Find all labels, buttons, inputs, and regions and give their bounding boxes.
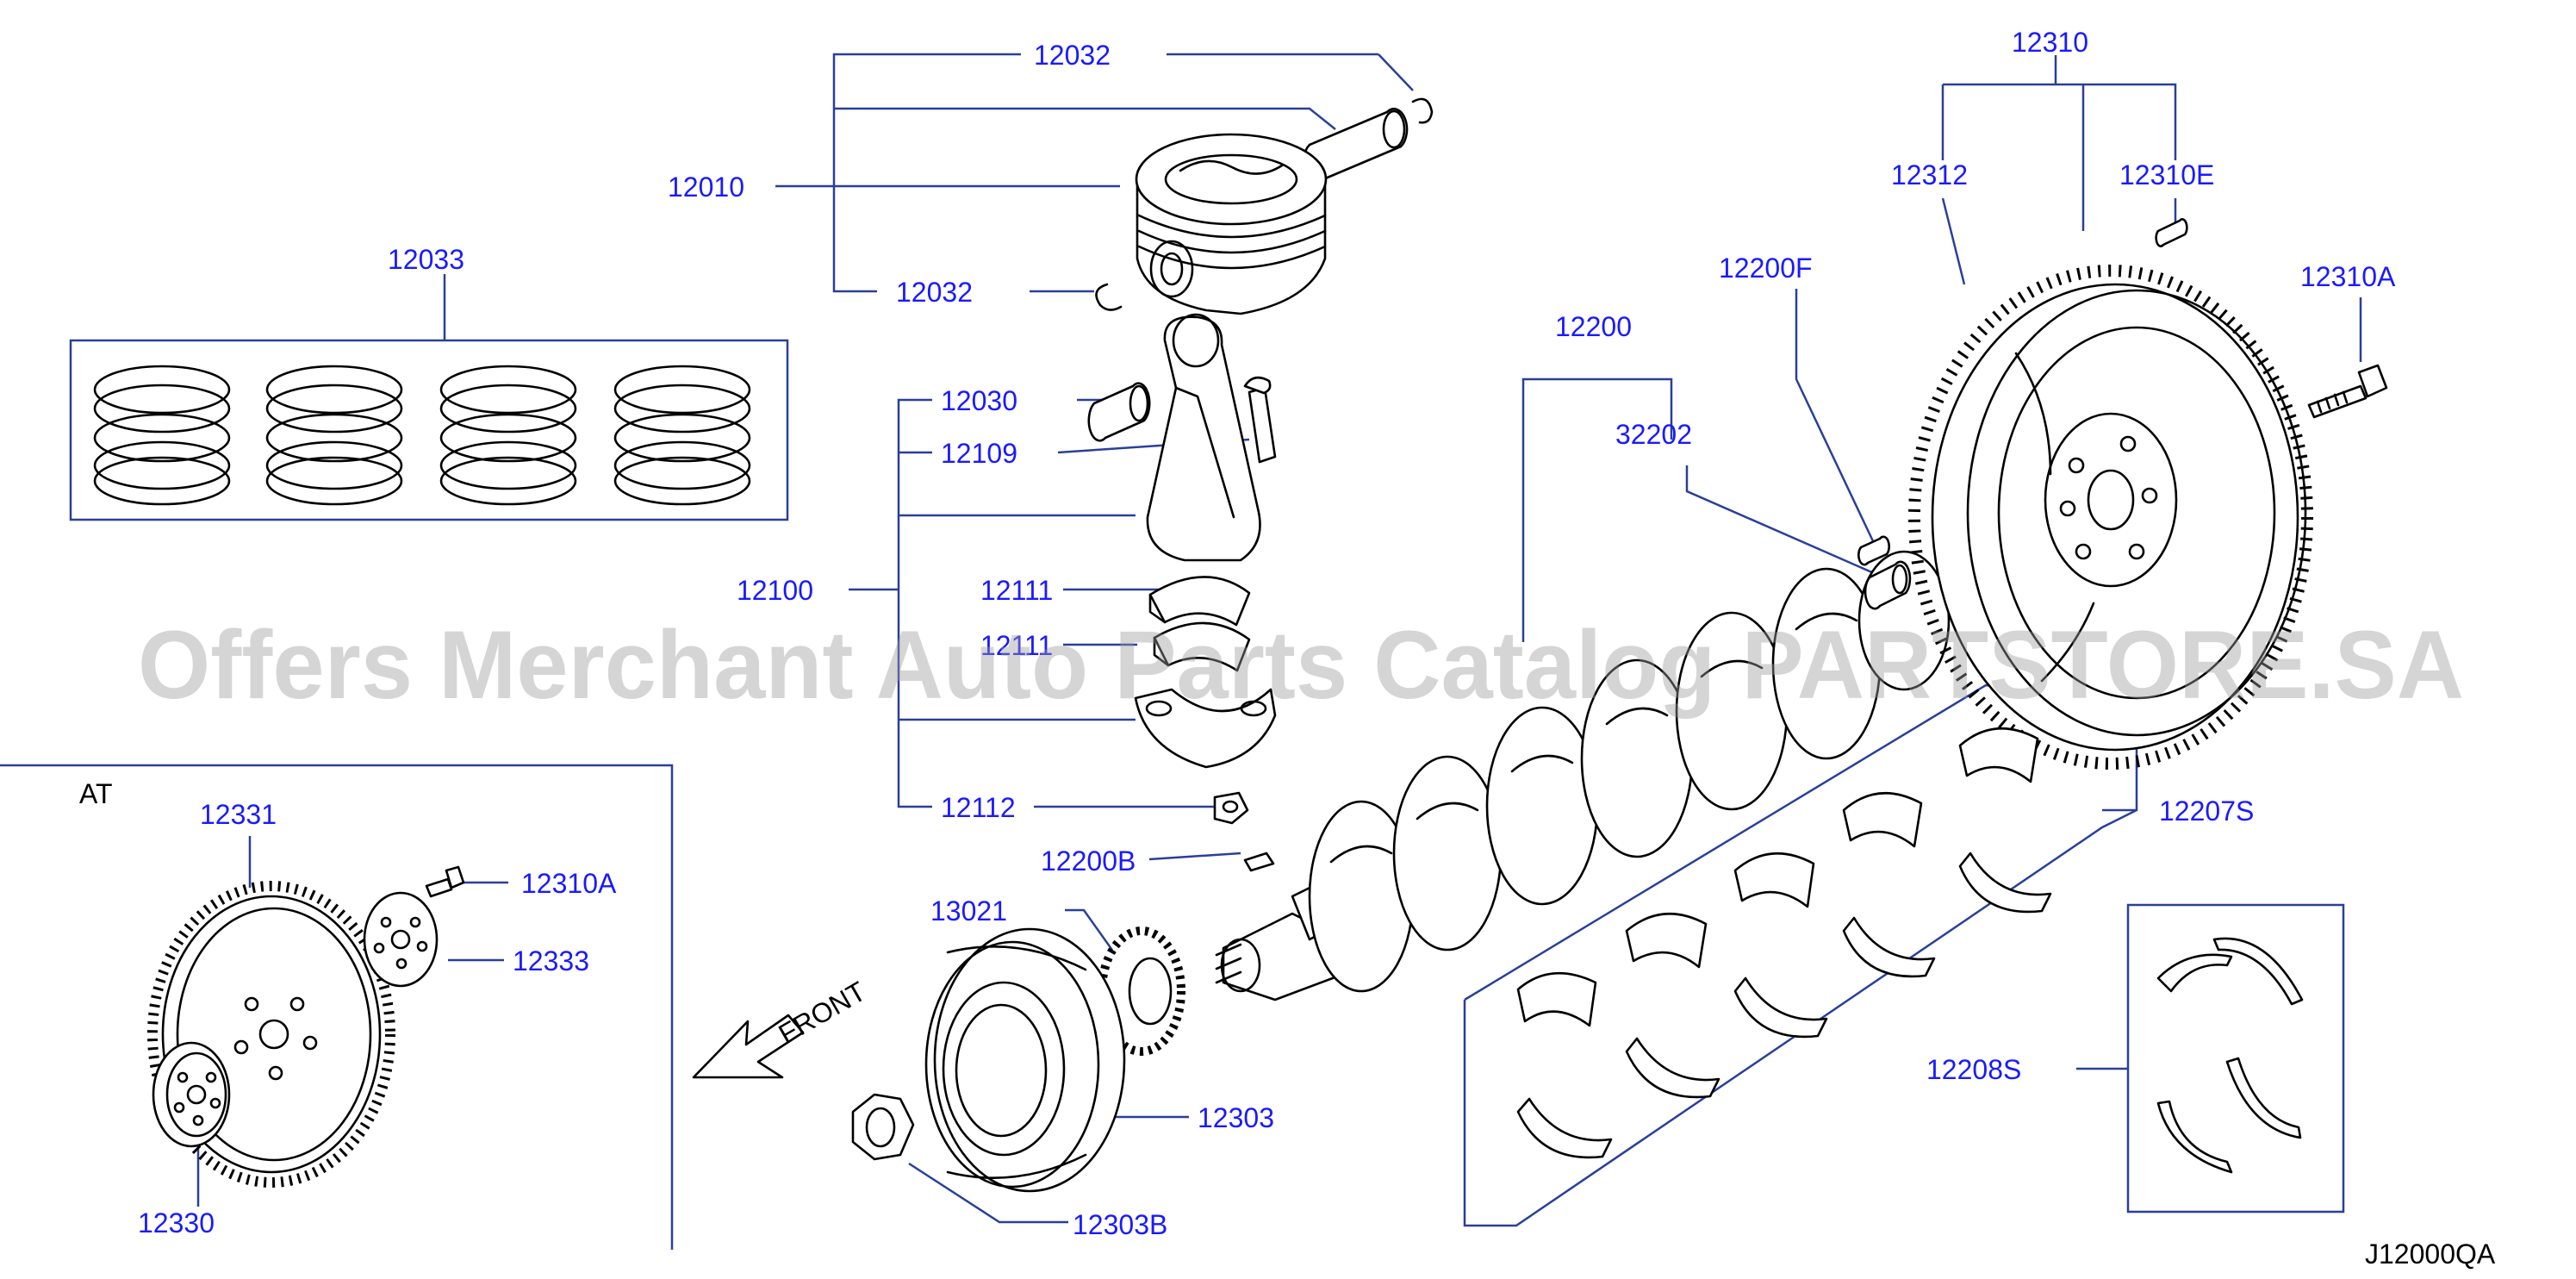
watermark: Offers Merchant Auto Parts Catalog PARTS… bbox=[138, 611, 2464, 719]
flywheel bbox=[1908, 265, 2313, 770]
leader-lines bbox=[0, 53, 2362, 1250]
main-bearings bbox=[1516, 727, 2052, 1159]
diagram-code: J12000QA bbox=[2365, 1238, 2496, 1270]
reinforcement-plate bbox=[363, 891, 439, 988]
callout-12207S[interactable]: 12207S bbox=[2159, 795, 2254, 827]
crank-pulley bbox=[924, 927, 1126, 1193]
dowel-pin bbox=[2155, 218, 2188, 247]
callout-12112[interactable]: 12112 bbox=[941, 792, 1016, 823]
crankshaft bbox=[1215, 550, 1951, 1001]
callout-12303[interactable]: 12303 bbox=[1198, 1102, 1274, 1133]
pilot-bushing bbox=[1857, 535, 1912, 610]
at-section-label: AT bbox=[79, 778, 113, 809]
callout-12030[interactable]: 12030 bbox=[941, 385, 1017, 416]
connecting-rod bbox=[1087, 313, 1277, 562]
front-arrow-icon bbox=[692, 1014, 805, 1079]
callout-12032-bottom[interactable]: 12032 bbox=[896, 277, 973, 308]
callout-12208S[interactable]: 12208S bbox=[1926, 1054, 2021, 1085]
conrod-bearings bbox=[1148, 576, 1251, 672]
pulley-bolt bbox=[851, 1093, 915, 1161]
callout-12331[interactable]: 12331 bbox=[200, 799, 277, 830]
callout-12100[interactable]: 12100 bbox=[737, 575, 813, 606]
callout-12312[interactable]: 12312 bbox=[1891, 159, 1968, 190]
callout-12010[interactable]: 12010 bbox=[668, 172, 744, 203]
callout-12032-top[interactable]: 12032 bbox=[1034, 40, 1111, 71]
callout-labels: 12032 12010 12032 12033 12030 12109 1210… bbox=[79, 27, 2496, 1270]
callout-12200F[interactable]: 12200F bbox=[1719, 253, 1813, 284]
callout-32202[interactable]: 32202 bbox=[1615, 419, 1692, 450]
piston-ring-set bbox=[93, 365, 751, 506]
callout-12310[interactable]: 12310 bbox=[2012, 27, 2088, 58]
callout-12200[interactable]: 12200 bbox=[1555, 311, 1632, 342]
callout-13021[interactable]: 13021 bbox=[930, 895, 1007, 926]
thrust-washers bbox=[2156, 937, 2304, 1174]
callout-12310A[interactable]: 12310A bbox=[2300, 261, 2396, 292]
callout-12109[interactable]: 12109 bbox=[941, 438, 1017, 469]
rod-nut bbox=[1213, 791, 1249, 825]
callout-12111-a[interactable]: 12111 bbox=[980, 575, 1053, 606]
callout-12330[interactable]: 12330 bbox=[138, 1207, 215, 1238]
callout-12310E[interactable]: 12310E bbox=[2119, 159, 2214, 190]
callout-12033[interactable]: 12033 bbox=[388, 244, 464, 275]
callout-12200B[interactable]: 12200B bbox=[1041, 845, 1136, 877]
piston bbox=[1135, 133, 1328, 315]
callout-12333[interactable]: 12333 bbox=[513, 945, 589, 976]
callout-12303B[interactable]: 12303B bbox=[1073, 1209, 1167, 1240]
drive-plate-bolt bbox=[425, 865, 465, 898]
callout-12111-b[interactable]: 12111 bbox=[980, 630, 1053, 661]
rod-cap bbox=[1134, 688, 1277, 769]
spacer-plate bbox=[152, 1041, 231, 1148]
woodruff-key bbox=[1243, 852, 1275, 872]
front-label: FRONT bbox=[774, 976, 871, 1050]
callout-12310A-at[interactable]: 12310A bbox=[521, 868, 617, 899]
flywheel-bolt bbox=[2307, 364, 2388, 419]
